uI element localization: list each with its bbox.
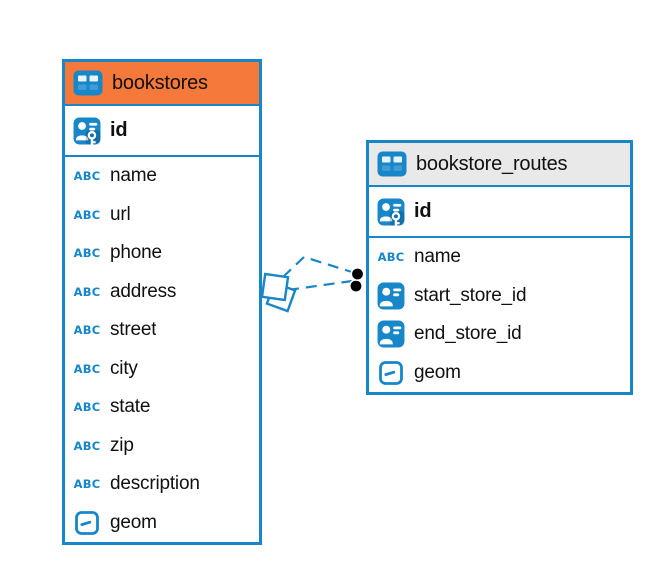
column-name: id <box>414 200 432 222</box>
geometry-icon <box>376 360 406 385</box>
column-name: id <box>110 119 128 141</box>
text-icon-glyph: ABC <box>73 400 101 415</box>
key-column-row[interactable]: id <box>369 187 630 236</box>
column-name: address <box>110 280 177 302</box>
text-icon: ABC <box>72 208 102 222</box>
foreign-key-icon <box>376 320 406 348</box>
table-icon <box>73 70 103 96</box>
column-row[interactable]: ABC url <box>65 196 259 235</box>
text-icon-glyph: ABC <box>73 361 101 376</box>
table-header[interactable]: bookstore_routes <box>369 143 630 187</box>
column-row[interactable]: ABC name <box>369 238 630 277</box>
text-icon-glyph: ABC <box>73 169 101 184</box>
column-row[interactable]: ABC zip <box>65 427 259 466</box>
relationship-line-upper[interactable] <box>282 255 356 278</box>
relationship-source-diamond-marker[interactable] <box>260 272 297 313</box>
geometry-icon <box>72 510 102 535</box>
text-icon-glyph: ABC <box>73 284 101 299</box>
column-row[interactable]: ABC description <box>65 465 259 504</box>
column-name: end_store_id <box>414 323 522 345</box>
column-row[interactable]: geom <box>369 354 630 393</box>
relationship-target-dot-marker[interactable] <box>348 266 365 293</box>
text-icon-glyph: ABC <box>73 246 101 261</box>
column-name: name <box>414 246 461 268</box>
primary-key-section: id <box>65 106 259 157</box>
column-name: name <box>110 165 157 187</box>
text-icon: ABC <box>72 439 102 453</box>
foreign-key-icon <box>376 282 406 310</box>
text-icon-glyph: ABC <box>73 477 101 492</box>
text-icon: ABC <box>72 285 102 299</box>
primary-key-icon <box>376 198 406 226</box>
column-row[interactable]: geom <box>65 504 259 543</box>
text-icon-glyph: ABC <box>73 207 101 222</box>
text-icon: ABC <box>72 323 102 337</box>
key-column-row[interactable]: id <box>65 106 259 155</box>
text-icon: ABC <box>72 477 102 491</box>
primary-key-section: id <box>369 187 630 238</box>
text-icon: ABC <box>72 246 102 260</box>
text-icon: ABC <box>72 362 102 376</box>
column-name: url <box>110 203 131 225</box>
text-icon-glyph: ABC <box>73 323 101 338</box>
text-icon: ABC <box>72 400 102 414</box>
column-row[interactable]: start_store_id <box>369 277 630 316</box>
table-title: bookstore_routes <box>416 152 568 175</box>
column-name: start_store_id <box>414 284 527 306</box>
column-name: description <box>110 473 200 495</box>
text-icon: ABC <box>72 169 102 183</box>
column-name: geom <box>110 511 157 533</box>
column-name: zip <box>110 434 134 456</box>
relationship-line-lower[interactable] <box>287 279 353 292</box>
text-icon-glyph: ABC <box>73 438 101 453</box>
column-name: state <box>110 396 151 418</box>
table-icon <box>377 151 407 177</box>
column-name: geom <box>414 361 461 383</box>
text-icon-glyph: ABC <box>377 250 405 265</box>
column-row[interactable]: ABC street <box>65 311 259 350</box>
column-row[interactable]: ABC address <box>65 273 259 312</box>
column-row[interactable]: ABC name <box>65 157 259 196</box>
column-name: phone <box>110 242 162 264</box>
primary-key-icon <box>72 117 102 145</box>
table-header[interactable]: bookstores <box>65 62 259 106</box>
column-name: street <box>110 319 157 341</box>
column-row[interactable]: ABC city <box>65 350 259 389</box>
table-title: bookstores <box>112 71 208 94</box>
text-icon: ABC <box>376 250 406 264</box>
column-row[interactable]: ABC phone <box>65 234 259 273</box>
column-row[interactable]: ABC state <box>65 388 259 427</box>
column-name: city <box>110 357 138 379</box>
column-row[interactable]: end_store_id <box>369 315 630 354</box>
